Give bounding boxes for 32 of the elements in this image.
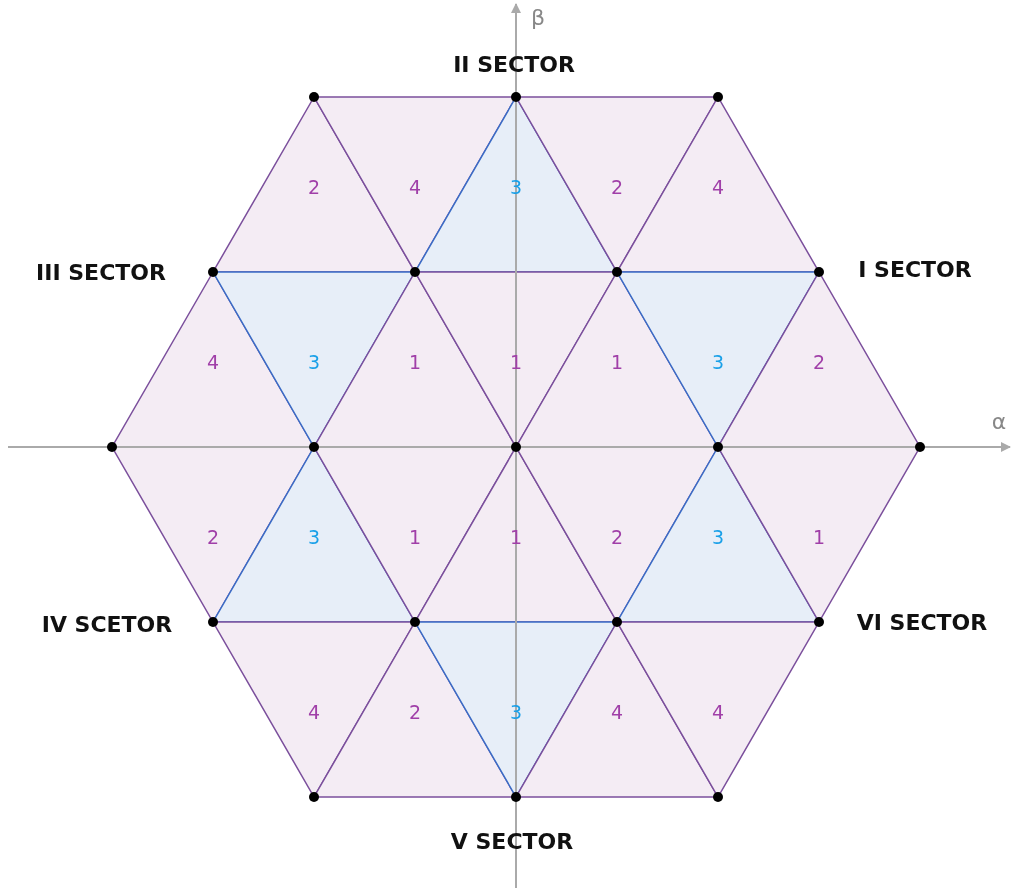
- region-number: 1: [609, 351, 625, 373]
- region-number: 4: [205, 351, 221, 373]
- region-number: 1: [407, 351, 423, 373]
- sector-label: I SECTOR: [858, 257, 972, 283]
- region-number: 2: [609, 526, 625, 548]
- axis-label: β: [531, 5, 545, 31]
- sector-label: II SECTOR: [453, 52, 575, 78]
- region-number: 3: [710, 351, 726, 373]
- axis-label: α: [991, 409, 1007, 435]
- region-number: 3: [306, 526, 322, 548]
- region-number: 3: [508, 176, 524, 198]
- region-number: 2: [609, 176, 625, 198]
- region-number: 1: [407, 526, 423, 548]
- region-number: 2: [306, 176, 322, 198]
- region-number: 3: [508, 701, 524, 723]
- region-number: 1: [508, 526, 524, 548]
- region-number: 4: [710, 701, 726, 723]
- region-number: 3: [306, 351, 322, 373]
- region-number: 4: [609, 701, 625, 723]
- sector-label: III SECTOR: [36, 260, 166, 286]
- region-number: 2: [811, 351, 827, 373]
- region-number: 1: [811, 526, 827, 548]
- region-number: 2: [205, 526, 221, 548]
- region-number: 1: [508, 351, 524, 373]
- region-number: 4: [306, 701, 322, 723]
- sector-label: VI SECTOR: [856, 610, 988, 636]
- region-number: 4: [407, 176, 423, 198]
- sector-label: V SECTOR: [450, 829, 574, 855]
- region-number: 2: [407, 701, 423, 723]
- sector-label: IV SCETOR: [41, 612, 173, 638]
- region-number: 4: [710, 176, 726, 198]
- region-number: 3: [710, 526, 726, 548]
